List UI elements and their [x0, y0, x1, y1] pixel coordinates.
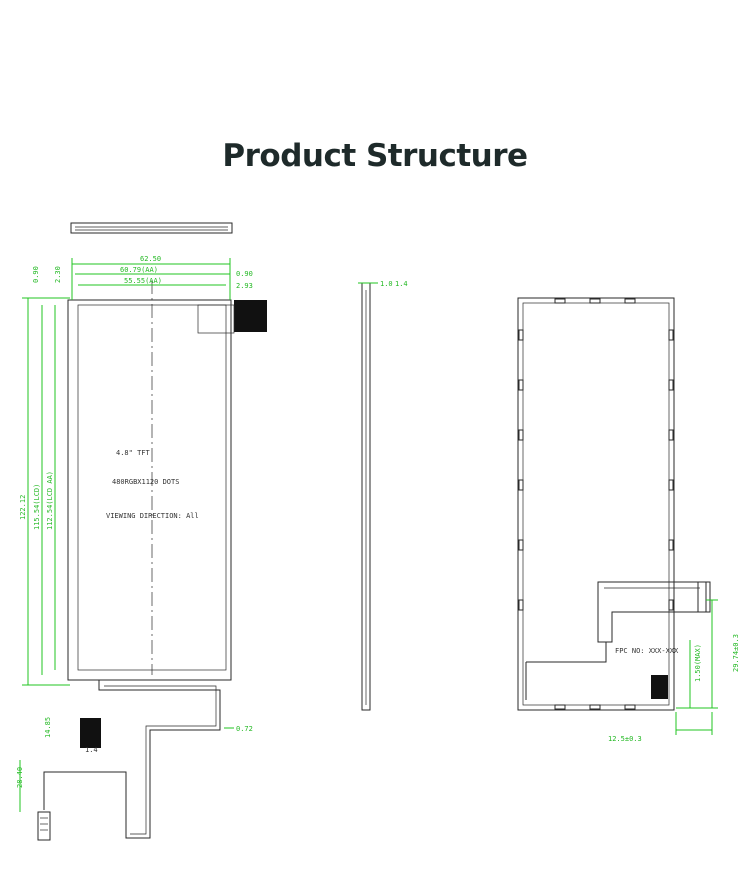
- dim-width-view: 55.55(AA): [124, 277, 162, 285]
- fpc-number-label: FPC NO: XXX-XXX: [615, 647, 679, 655]
- dim-height-aa: 112.54(LCD AA): [46, 471, 54, 530]
- dim-height-lcd: 115.54(LCD): [33, 484, 41, 530]
- back-dim-connector-height: 29.74±0.3: [732, 634, 740, 672]
- fpc-connector: [37, 811, 51, 841]
- viewing-direction-text: VIEWING DIRECTION: All: [106, 512, 199, 520]
- side-dim-thickness-2: 1.4: [395, 280, 408, 288]
- back-dim-max: 1.50(MAX): [694, 644, 702, 682]
- side-dim-thickness: 1.0: [380, 280, 393, 288]
- top-thickness-view: [70, 222, 233, 234]
- dim-width-total: 62.50: [140, 255, 161, 263]
- dim-top-offset: 0.90: [236, 270, 253, 278]
- dim-left-offset-2: 2.30: [54, 266, 62, 283]
- page-title: Product Structure: [222, 138, 528, 174]
- back-view: FPC NO: XXX-XXX 29.74±0.3 12.5±0.3 1.50(…: [517, 297, 740, 743]
- dim-left-offset: 0.90: [32, 266, 40, 283]
- resolution-text: 480RGBX1120 DOTS: [112, 478, 179, 486]
- front-view: 4.8" TFT 480RGBX1120 DOTS VIEWING DIRECT…: [16, 255, 267, 841]
- screen-size-text: 4.8" TFT: [116, 449, 151, 457]
- fpc-chip: [80, 718, 101, 748]
- dim-fpc-offset: 14.85: [44, 717, 52, 738]
- lcd-outline: [67, 299, 232, 681]
- back-chip: [651, 675, 668, 699]
- dim-fpc-bottom: 0.72: [236, 725, 253, 733]
- back-dim-connector-width: 12.5±0.3: [608, 735, 642, 743]
- dim-height-total: 122.12: [19, 495, 27, 520]
- ic-block: [234, 300, 267, 332]
- connector-label: 1.4: [85, 746, 98, 754]
- dim-top-offset-2: 2.93: [236, 282, 253, 290]
- dim-width-aa: 60.79(AA): [120, 266, 158, 274]
- side-view: 1.0 1.4: [358, 280, 408, 711]
- back-connector: [697, 581, 711, 613]
